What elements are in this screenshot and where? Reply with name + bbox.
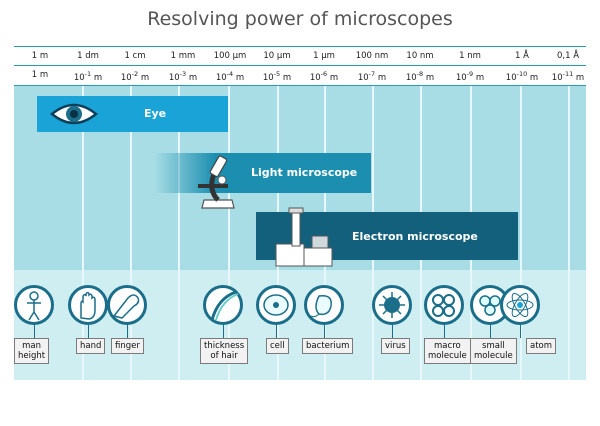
connector-line xyxy=(88,325,89,338)
light-microscope-icon xyxy=(198,155,235,209)
grid-line xyxy=(130,86,132,380)
connector-line xyxy=(127,325,128,338)
electron-microscope-icon xyxy=(275,207,333,267)
grid-line xyxy=(520,86,522,380)
eye-bar: Eye xyxy=(37,96,228,132)
connector-line xyxy=(34,325,35,338)
scale-unit-label: 1 dm xyxy=(77,51,99,61)
connector-line xyxy=(490,325,491,338)
bacterium-icon xyxy=(304,285,344,325)
scale-unit-label: 1 m xyxy=(31,51,49,61)
eye-label: Eye xyxy=(144,107,167,120)
object-label-finger: finger xyxy=(111,338,144,354)
scale-power-label: 10-1 m xyxy=(73,70,103,83)
macromolecule-icon xyxy=(424,285,464,325)
scale-power-label: 10-6 m xyxy=(309,70,339,83)
connector-line xyxy=(392,325,393,338)
hand-icon xyxy=(68,285,108,325)
scale-unit-label: 1 cm xyxy=(124,51,146,61)
connector-line xyxy=(276,325,277,338)
person-icon xyxy=(14,285,54,325)
finger-icon xyxy=(107,285,147,325)
object-label-bacterium: bacterium xyxy=(302,338,354,354)
scale-unit-label: 1 Å xyxy=(515,51,529,61)
object-label-hand: hand xyxy=(76,338,106,354)
grid-line xyxy=(178,86,180,380)
grid-line xyxy=(82,86,84,380)
scale-power-label: 10-3 m xyxy=(168,70,198,83)
scale-unit-label: 1 nm xyxy=(459,51,481,61)
object-label-virus: virus xyxy=(381,338,410,354)
scale-power-label: 10-7 m xyxy=(357,70,387,83)
scale-unit-label: 100 nm xyxy=(355,51,389,61)
object-label-cell: cell xyxy=(266,338,289,354)
grid-line xyxy=(228,86,230,380)
scale-power-label: 10-2 m xyxy=(120,70,150,83)
scale-unit-label: 100 µm xyxy=(213,51,247,61)
atom-icon xyxy=(500,285,540,325)
scale-unit-label: 10 µm xyxy=(263,51,291,61)
cell-icon xyxy=(256,285,296,325)
object-label-atom: atom xyxy=(526,338,557,354)
electron-microscope-label: Electron microscope xyxy=(352,230,478,243)
scale-unit-label: 0,1 Å xyxy=(556,51,580,61)
scale-power-label: 1 m xyxy=(31,70,49,80)
light-microscope-bar: Light microscope xyxy=(154,153,371,193)
scale-power-label: 10-4 m xyxy=(215,70,245,83)
connector-line xyxy=(324,325,325,338)
scale-unit-label: 1 µm xyxy=(313,51,335,61)
scale-power-label: 10-5 m xyxy=(262,70,292,83)
scale-unit-label: 10 nm xyxy=(406,51,434,61)
connector-line xyxy=(520,325,521,338)
connector-line xyxy=(444,325,445,338)
hair-icon xyxy=(203,285,243,325)
light-microscope-label: Light microscope xyxy=(251,166,358,179)
scale-power-label: 10-11 m xyxy=(551,70,585,83)
scale-header: 1 m 1 dm 1 cm 1 mm 100 µm 10 µm 1 µm 100 nm 10 n… xyxy=(14,46,586,86)
virus-icon xyxy=(372,285,412,325)
page-title: Resolving power of microscopes xyxy=(147,8,453,30)
connector-line xyxy=(223,325,224,338)
scale-power-label: 10-10 m xyxy=(505,70,539,83)
scale-unit-label: 1 mm xyxy=(170,51,196,61)
eye-icon xyxy=(50,103,98,125)
grid-line xyxy=(568,86,570,380)
scale-power-label: 10-8 m xyxy=(405,70,435,83)
scale-power-label: 10-9 m xyxy=(455,70,485,83)
